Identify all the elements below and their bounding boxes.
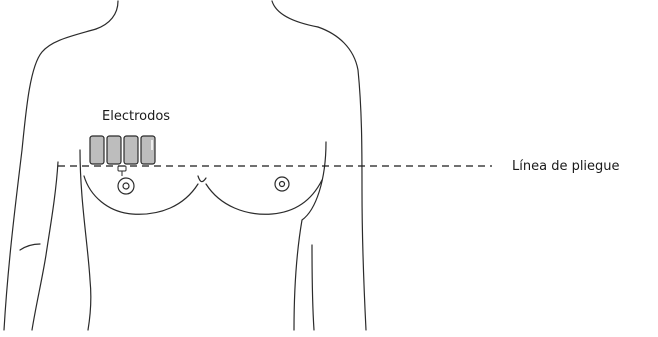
- left-arm-inner: [32, 162, 58, 330]
- left-torso-side: [80, 150, 91, 330]
- right-shoulder-arm: [318, 27, 366, 330]
- electrode-1: [90, 136, 104, 164]
- right-torso-side: [294, 142, 326, 330]
- right-breast: [206, 180, 322, 214]
- electrode-3: [124, 136, 138, 164]
- neck-right: [272, 1, 318, 27]
- cleavage-line: [198, 176, 206, 182]
- neck-left: [96, 1, 118, 29]
- left-breast: [84, 176, 198, 214]
- electrodes-label: Electrodos: [102, 109, 170, 124]
- left-nipple: [118, 178, 134, 194]
- electrode-strip: [90, 136, 155, 164]
- electrode-4: [141, 136, 155, 164]
- left-shoulder-arm: [4, 29, 96, 330]
- fold-line-label: Línea de pliegue: [512, 159, 620, 174]
- right-arm-inner: [312, 245, 314, 330]
- right-nipple: [275, 177, 289, 191]
- left-elbow-crease: [20, 244, 40, 250]
- electrode-connector: [118, 166, 126, 176]
- electrode-2: [107, 136, 121, 164]
